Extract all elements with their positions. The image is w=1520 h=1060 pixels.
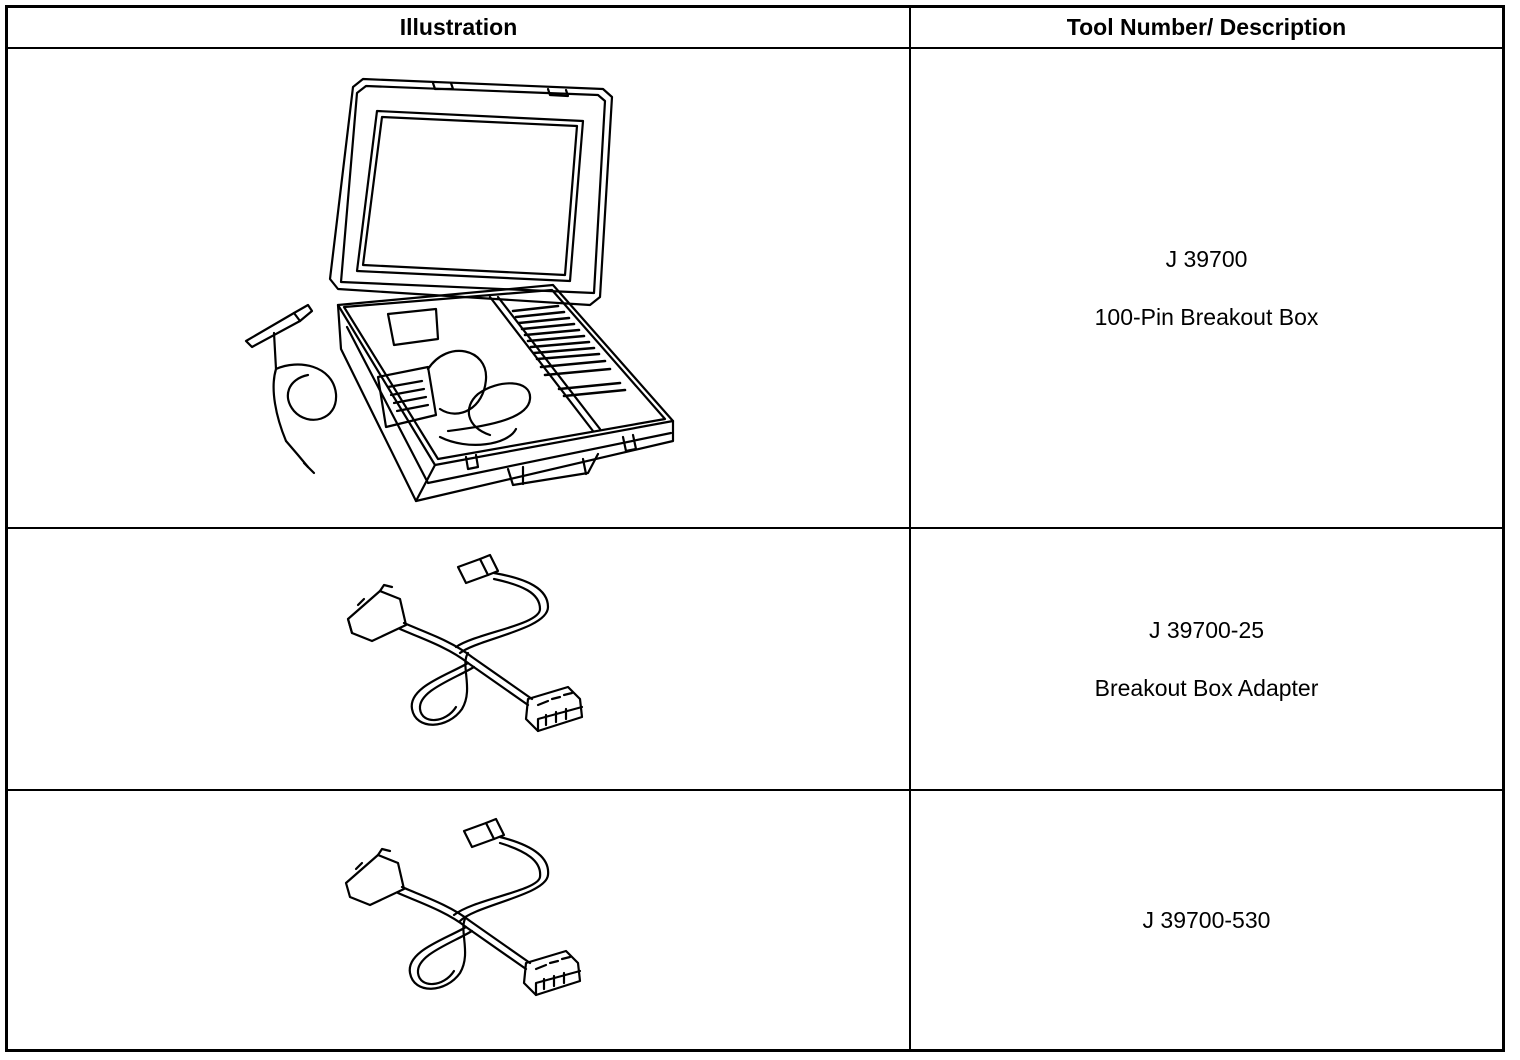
adapter-cable-icon [8,791,908,1049]
header-tool-description-label: Tool Number/ Description [1066,14,1347,40]
header-illustration: Illustration [8,8,911,49]
header-illustration-label: Illustration [399,14,518,40]
tool-number: J 39700-25 [1148,616,1265,643]
adapter-cable-icon [8,529,908,789]
table-row-3-description: J 39700-530 [911,791,1502,1049]
header-tool-description: Tool Number/ Description [911,8,1502,49]
breakout-box-case-icon [8,49,908,527]
tool-table: Illustration Tool Number/ Description [5,5,1505,1052]
table-row-2-illustration [8,529,911,791]
table-row-1-description: J 39700 100-Pin Breakout Box [911,49,1502,529]
tool-number: J 39700 [1165,245,1248,272]
table-row-2-description: J 39700-25 Breakout Box Adapter [911,529,1502,791]
tool-description: Breakout Box Adapter [1094,674,1319,701]
table-row-1-illustration [8,49,911,529]
tool-number: J 39700-530 [1142,906,1271,933]
tool-description: 100-Pin Breakout Box [1094,303,1319,330]
table-row-3-illustration [8,791,911,1049]
